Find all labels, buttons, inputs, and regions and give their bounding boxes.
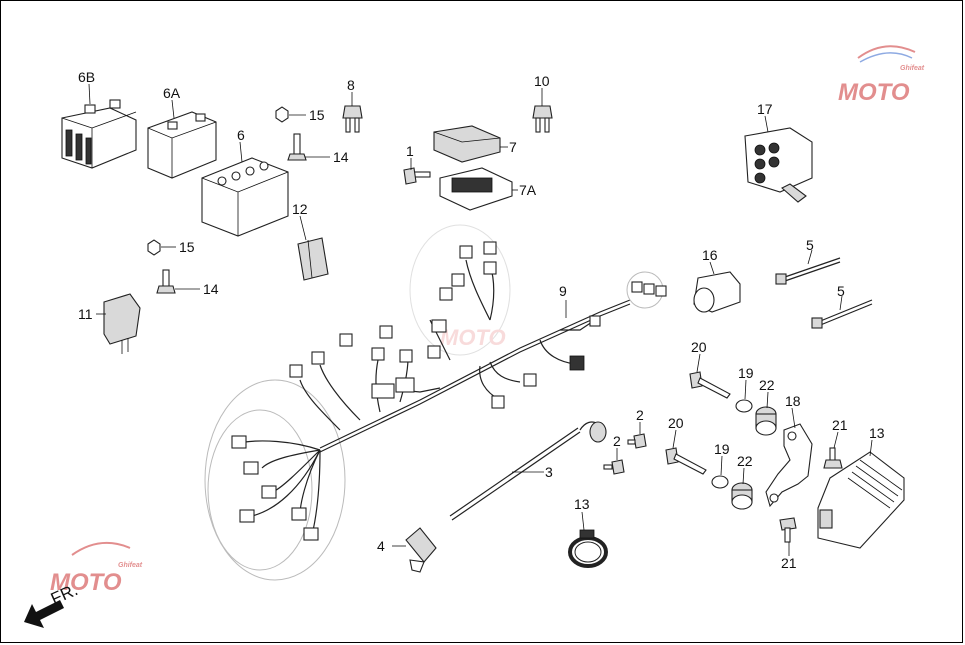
label-14-top: 14 <box>333 149 349 165</box>
label-3: 3 <box>545 464 553 480</box>
label-11: 11 <box>78 306 93 322</box>
label-19a: 19 <box>738 365 754 381</box>
label-18: 18 <box>785 393 801 409</box>
label-5a: 5 <box>806 237 814 253</box>
regulator-13-part <box>817 451 905 549</box>
label-20b: 20 <box>668 415 684 431</box>
screw-2b-part <box>603 459 625 475</box>
bolt-14-top-part <box>287 133 307 161</box>
watermark-top-right: MOTO Ghifeat <box>838 45 925 106</box>
battery-6-part <box>201 157 289 237</box>
label-8: 8 <box>347 77 355 93</box>
fuse-10-part <box>532 105 553 133</box>
label-12: 12 <box>292 201 308 217</box>
bolt-14-bottom-part <box>156 269 176 294</box>
relay-12-part <box>297 237 329 281</box>
cable-tie-5b-part <box>811 299 873 329</box>
module-11-part <box>103 293 141 354</box>
bolt-20a-part <box>689 371 731 399</box>
watermark-brand-center: MOTO <box>440 325 506 350</box>
label-19b: 19 <box>714 441 730 457</box>
main-harness-9-part <box>204 241 667 581</box>
screw-1-part <box>403 167 431 185</box>
label-9: 9 <box>559 283 567 299</box>
label-16: 16 <box>702 247 718 263</box>
label-6: 6 <box>237 127 245 143</box>
bracket-18-part <box>765 423 813 508</box>
label-17: 17 <box>757 101 773 117</box>
bolt-21a-part <box>823 447 843 469</box>
label-21a: 21 <box>832 417 848 433</box>
watermark-sub: Ghifeat <box>900 65 925 72</box>
label-2a: 2 <box>636 407 644 423</box>
washer-19b-part <box>711 475 729 489</box>
battery-6a-part <box>147 111 217 179</box>
bolt-20b-part <box>665 447 707 475</box>
relay-cover-7-part <box>433 125 501 163</box>
label-14-bottom: 14 <box>203 281 219 297</box>
label-5b: 5 <box>837 283 845 299</box>
battery-6b-part <box>61 99 137 169</box>
label-7a: 7A <box>519 182 537 198</box>
label-21b: 21 <box>781 555 797 571</box>
label-10: 10 <box>534 73 550 89</box>
label-13b: 13 <box>574 496 590 512</box>
bushing-22a-part <box>755 406 777 436</box>
bolt-21b-part <box>779 517 797 543</box>
connector-17-part <box>744 127 813 203</box>
label-6b: 6B <box>78 69 95 85</box>
screw-2a-part <box>627 433 647 449</box>
watermark-center: MOTO <box>409 224 511 356</box>
cable-tie-5a-part <box>775 257 841 285</box>
label-22b: 22 <box>737 453 753 469</box>
label-6a: 6A <box>163 85 181 101</box>
washer-19a-part <box>735 399 753 413</box>
label-13a: 13 <box>869 425 885 441</box>
boot-16-part <box>693 271 741 313</box>
front-direction-arrow-icon <box>24 600 64 628</box>
label-20a: 20 <box>691 339 707 355</box>
label-22a: 22 <box>759 377 775 393</box>
label-1: 1 <box>406 143 414 159</box>
label-7: 7 <box>509 139 517 155</box>
watermark-sub-bl: Ghifeat <box>118 562 143 569</box>
bushing-22b-part <box>731 482 753 510</box>
fuse-8-part <box>342 105 363 133</box>
label-4: 4 <box>377 538 385 554</box>
nut-15-bottom-part <box>147 239 161 256</box>
label-2b: 2 <box>613 433 621 449</box>
watermark-brand-bl: MOTO <box>50 569 122 596</box>
watermark-bottom-left: MOTO Ghifeat <box>50 541 143 596</box>
label-15-top: 15 <box>309 107 325 123</box>
label-15-bottom: 15 <box>179 239 195 255</box>
hose-clamp-13-part <box>568 529 608 568</box>
plug-cap-4-part <box>405 527 437 573</box>
watermark-brand: MOTO <box>838 79 910 106</box>
relay-holder-7a-part <box>439 167 513 211</box>
nut-15-top-part <box>275 106 289 123</box>
